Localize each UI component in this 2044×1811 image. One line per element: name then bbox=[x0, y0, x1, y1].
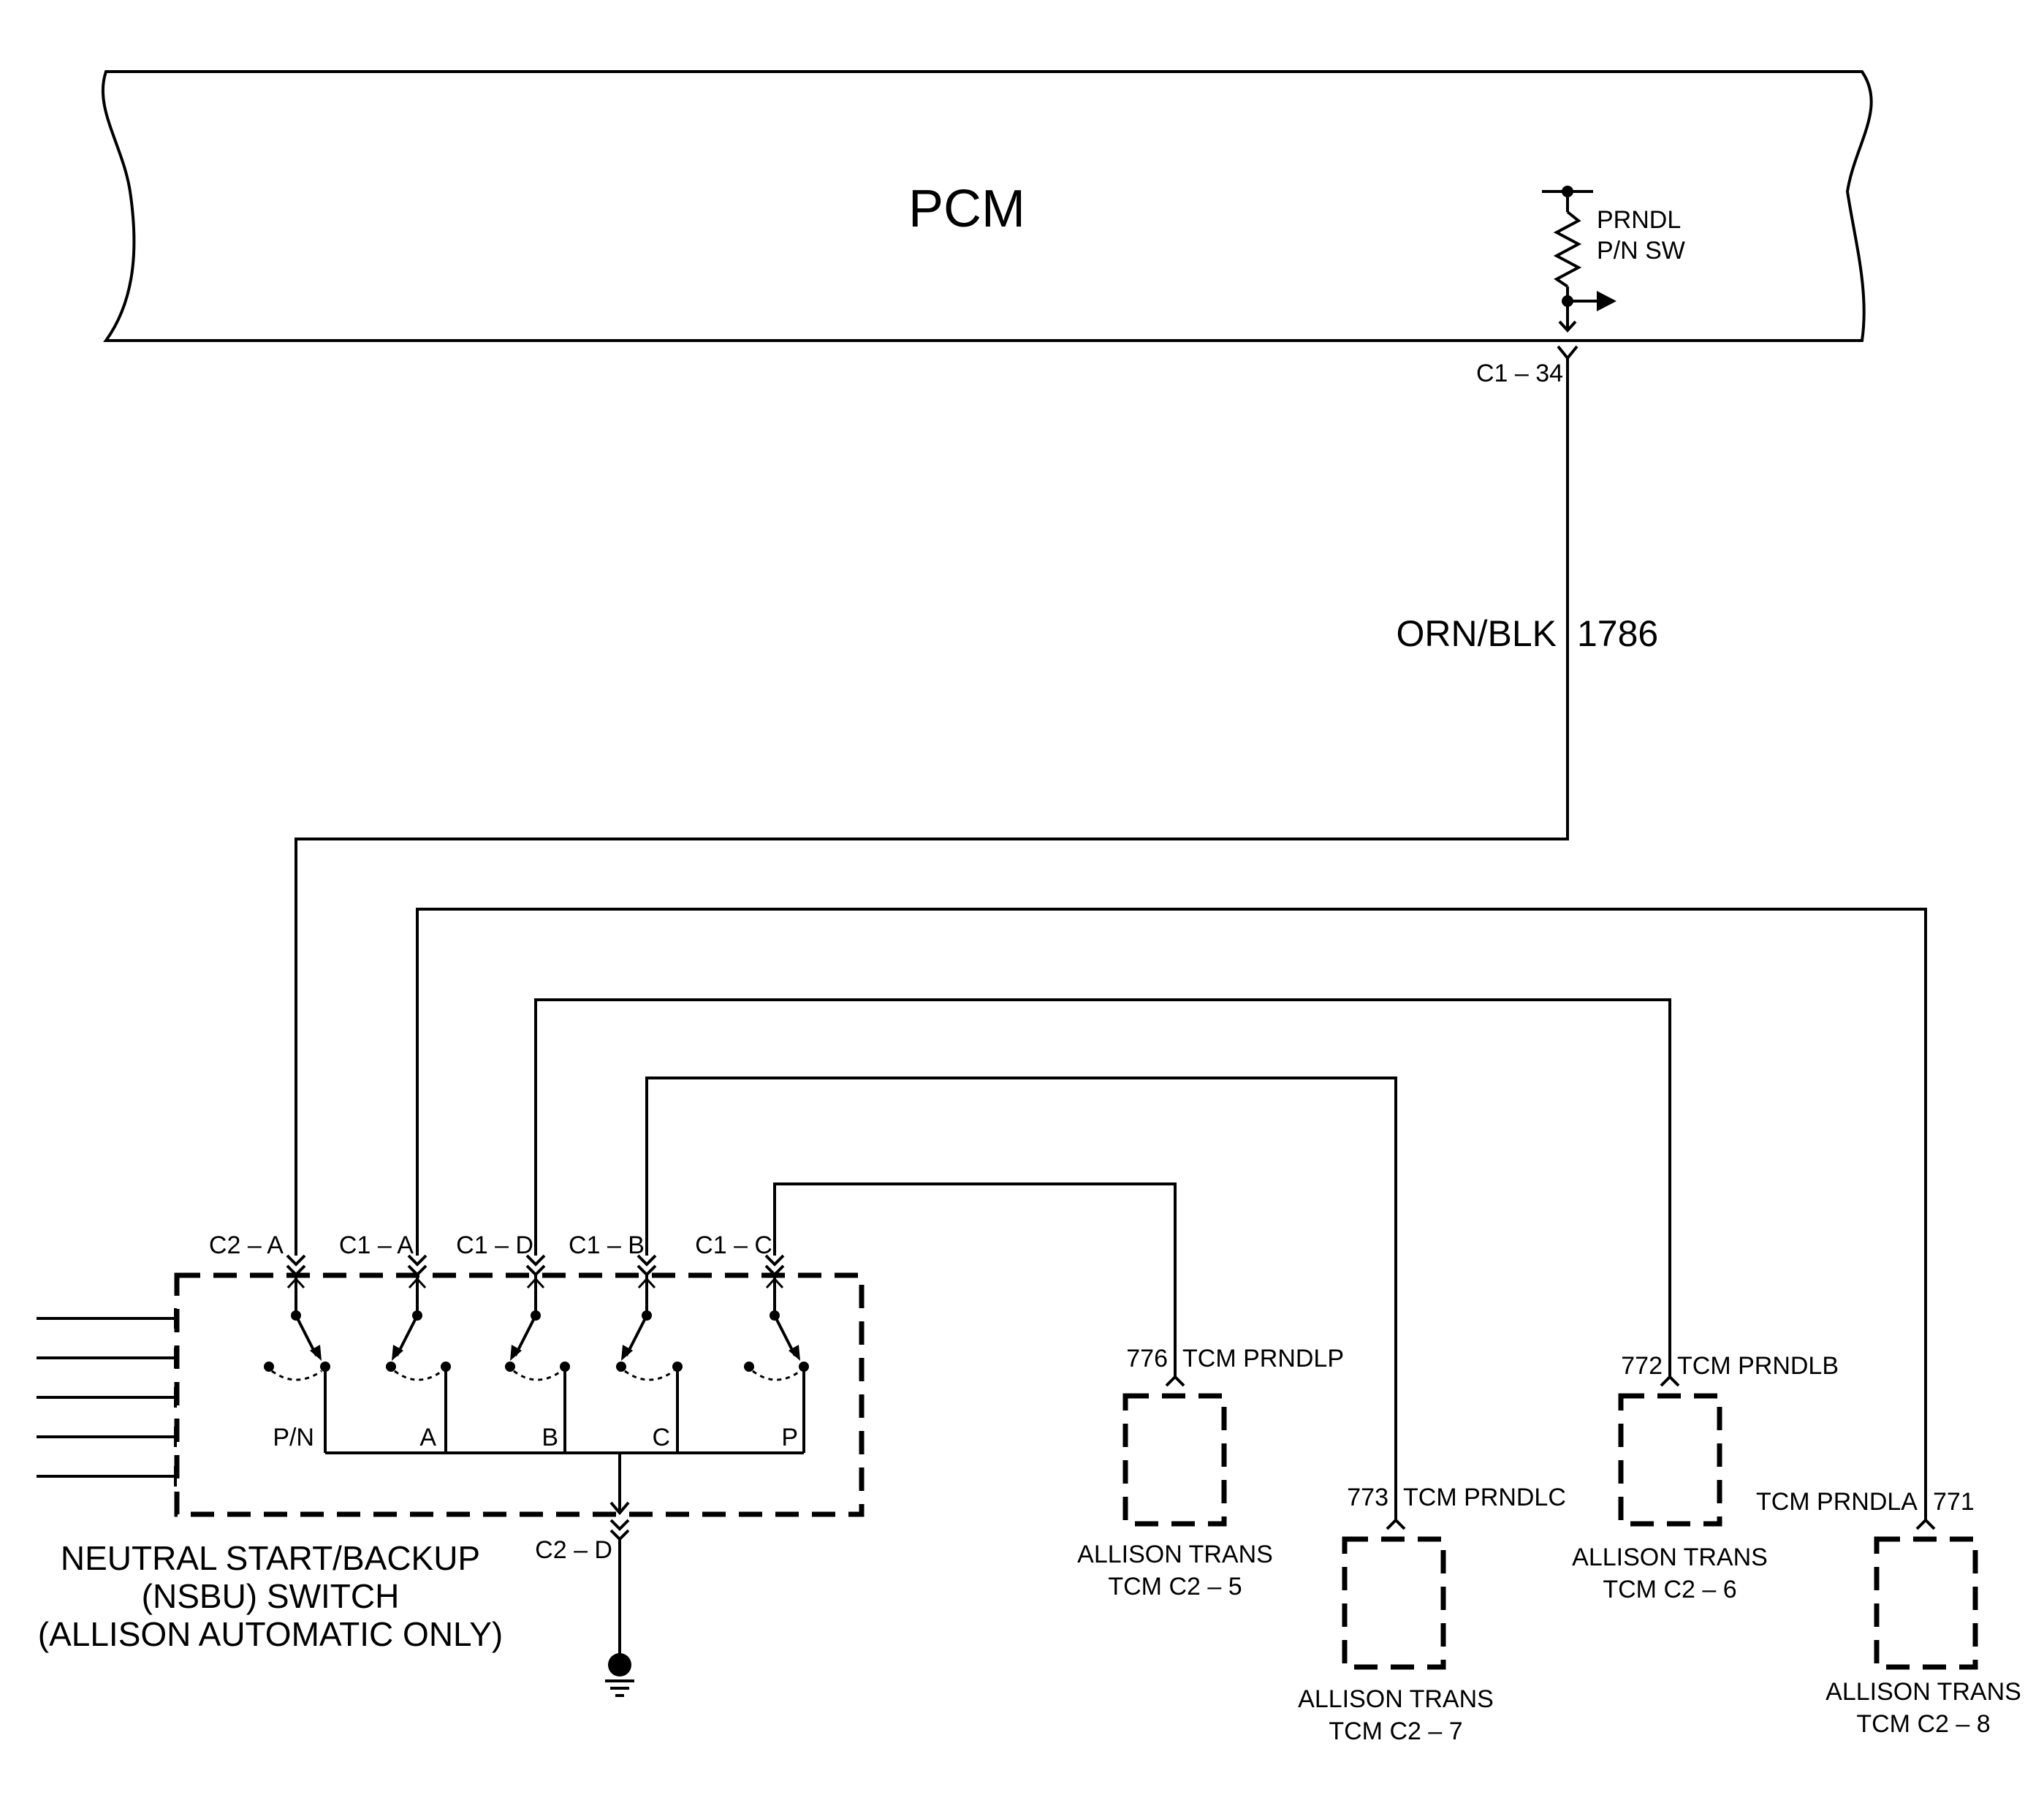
nsbu-connector-c1-a: C1 – A bbox=[339, 1231, 414, 1259]
tcm-773-circuit: 773 bbox=[1347, 1484, 1388, 1511]
tcm-776-module-line1: ALLISON TRANS bbox=[1077, 1541, 1273, 1568]
wire-771 bbox=[416, 908, 1927, 1520]
switch-contact-p bbox=[744, 1254, 809, 1453]
pn-sw-label: P/N SW bbox=[1597, 237, 1685, 265]
tcm-771-module-line2: TCM C2 – 8 bbox=[1856, 1710, 1990, 1738]
tcm-772-name: TCM PRNDLB bbox=[1677, 1352, 1839, 1380]
tcm-module-c2-6 bbox=[1618, 1375, 1722, 1527]
ground-connector-label: C2 – D bbox=[535, 1536, 612, 1564]
tcm-773-module-line1: ALLISON TRANS bbox=[1298, 1685, 1494, 1713]
nsbu-title-line3: (ALLISON AUTOMATIC ONLY) bbox=[38, 1615, 503, 1653]
switch-contact-c bbox=[616, 1254, 683, 1453]
switch-contact-pn bbox=[264, 1254, 330, 1453]
switch-contact-b bbox=[505, 1254, 570, 1453]
tcm-module-c2-7 bbox=[1342, 1518, 1446, 1670]
tcm-773-module-line2: TCM C2 – 7 bbox=[1329, 1717, 1462, 1745]
nsbu-connector-c1-b: C1 – B bbox=[569, 1231, 645, 1259]
pcm-module: PCM PRNDL P/N SW bbox=[101, 70, 1873, 342]
wire-773 bbox=[645, 1077, 1397, 1520]
ground-icon bbox=[605, 1653, 634, 1697]
tcm-771-circuit: 771 bbox=[1933, 1488, 1975, 1516]
pcm-connector-label: C1 – 34 bbox=[1476, 360, 1563, 387]
nsbu-connector-c1-c: C1 – C bbox=[695, 1231, 772, 1259]
tcm-776-circuit: 776 bbox=[1126, 1345, 1168, 1373]
tcm-772-circuit: 772 bbox=[1621, 1352, 1663, 1380]
nsbu-input-lines bbox=[37, 1308, 177, 1487]
tcm-module-c2-8 bbox=[1874, 1518, 1978, 1670]
tcm-module-c2-5 bbox=[1122, 1375, 1227, 1527]
pcm-connector-c1-34 bbox=[1557, 345, 1578, 361]
wire-main-circuit: 1786 bbox=[1577, 613, 1658, 654]
position-label-c: C bbox=[652, 1424, 670, 1451]
position-label-p: P bbox=[781, 1424, 798, 1451]
wire-orn-blk-1786 bbox=[295, 358, 1569, 1256]
nsbu-title-line2: (NSBU) SWITCH bbox=[142, 1577, 400, 1615]
tcm-776-module-line2: TCM C2 – 5 bbox=[1108, 1573, 1242, 1601]
tcm-771-name: TCM PRNDLA bbox=[1756, 1488, 1918, 1516]
position-label-a: A bbox=[419, 1424, 436, 1451]
wire-772 bbox=[534, 998, 1671, 1377]
tcm-772-module-line2: TCM C2 – 6 bbox=[1603, 1576, 1736, 1603]
tcm-772-module-line1: ALLISON TRANS bbox=[1572, 1544, 1768, 1571]
prndl-pn-switch-symbol bbox=[1542, 186, 1616, 333]
tcm-771-module-line1: ALLISON TRANS bbox=[1825, 1678, 2021, 1706]
ground-connector-c2-d bbox=[609, 1519, 630, 1658]
nsbu-title-line1: NEUTRAL START/BACKUP bbox=[61, 1539, 480, 1577]
wire-main-color: ORN/BLK bbox=[1396, 613, 1557, 654]
position-label-pn: P/N bbox=[273, 1424, 314, 1451]
nsbu-connector-c2-a: C2 – A bbox=[209, 1231, 284, 1259]
prndl-label: PRNDL bbox=[1597, 206, 1681, 234]
nsbu-switch bbox=[37, 1254, 865, 1517]
pcm-title: PCM bbox=[908, 180, 1025, 238]
wire-776 bbox=[773, 1182, 1177, 1377]
tcm-773-name: TCM PRNDLC bbox=[1403, 1484, 1566, 1511]
position-label-b: B bbox=[542, 1424, 558, 1451]
nsbu-connector-c1-d: C1 – D bbox=[456, 1231, 533, 1259]
tcm-776-name: TCM PRNDLP bbox=[1182, 1345, 1344, 1373]
switch-contact-a bbox=[386, 1254, 451, 1453]
